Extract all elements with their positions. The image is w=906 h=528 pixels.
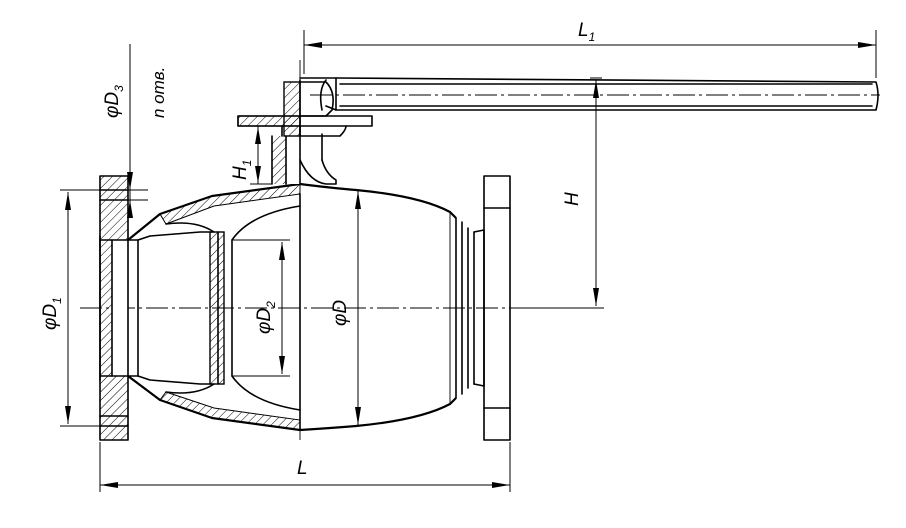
label-D3: φD3 [102, 85, 126, 118]
dimensions [60, 30, 877, 492]
label-holes: n отв. [149, 67, 168, 118]
label-H: H [562, 192, 583, 206]
right-body-view [299, 182, 485, 432]
label-L1: L1 [578, 20, 595, 44]
stem-assembly [237, 79, 373, 185]
right-flange [483, 175, 511, 441]
left-body-section [127, 182, 301, 432]
label-H1: H1 [230, 160, 254, 180]
left-flange [99, 175, 139, 441]
label-D1: φD1 [40, 297, 64, 330]
handle [299, 77, 879, 111]
dimension-labels: L1 L H H1 φD1 φD2 φD φD3 n отв. [40, 20, 595, 479]
label-D2: φD2 [254, 301, 278, 334]
center-lines [80, 60, 880, 440]
label-L: L [297, 458, 308, 479]
label-D: φD [330, 300, 351, 326]
